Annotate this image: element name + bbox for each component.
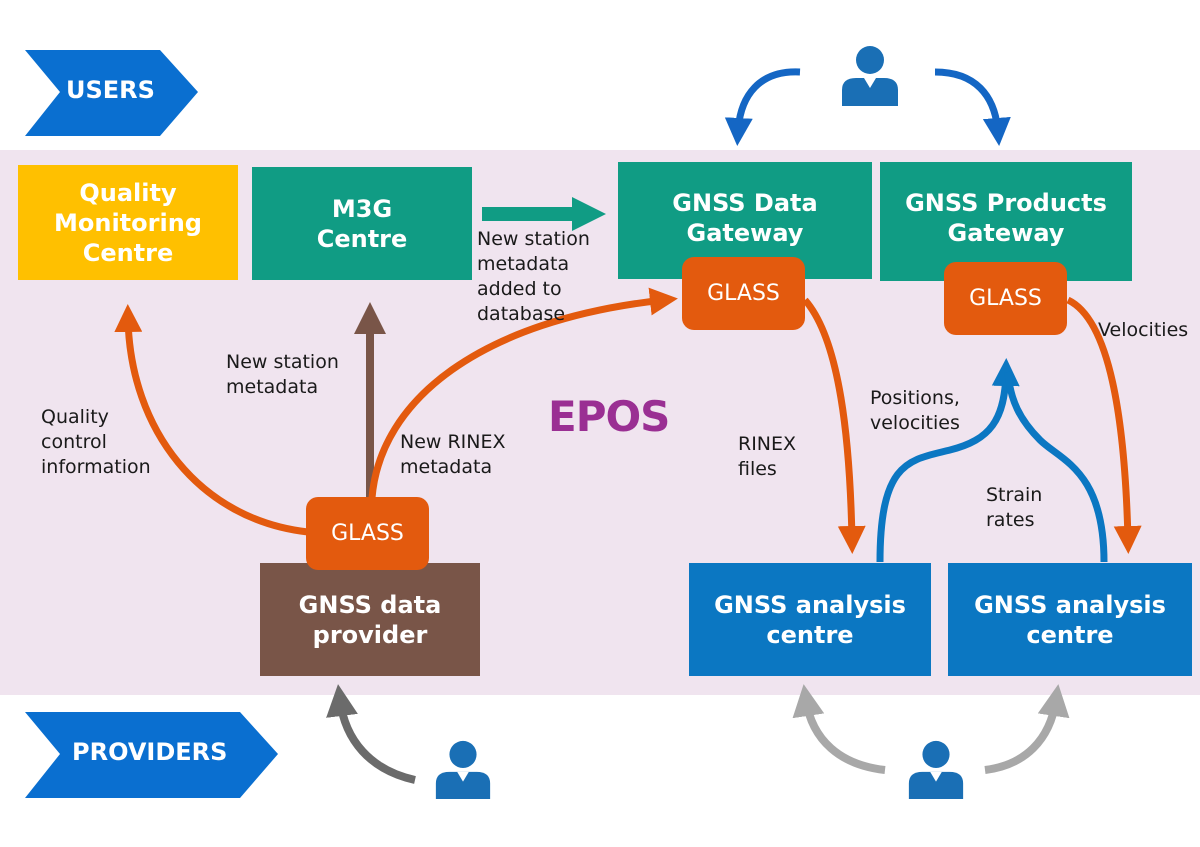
label-rinex-files: RINEX files: [738, 433, 797, 480]
label-positions-velocities: Positions, velocities: [870, 387, 960, 434]
users-tier-label: USERS: [66, 76, 155, 104]
provider-arrow-analysis-right: [984, 684, 1070, 774]
provider-arrow-analysis-left: [792, 684, 886, 774]
glass-provider: GLASS: [306, 497, 429, 570]
user-arrow-right: [934, 68, 1011, 146]
provider-arrow-data: [326, 684, 416, 784]
label-velocities: Velocities: [1098, 319, 1189, 341]
gnss-analysis-centre-2: GNSS analysis centre: [948, 563, 1192, 676]
providers-tier-label: PROVIDERS: [72, 738, 228, 766]
label-quality-control: Quality control information: [41, 406, 151, 478]
epos-logo: EPOS: [548, 392, 670, 441]
provider-person-icon-1: [435, 740, 491, 800]
label-strain-rates: Strain rates: [986, 484, 1043, 531]
label-new-station-metadata-added: New station metadata added to database: [477, 228, 590, 325]
user-person-icon: [842, 46, 898, 106]
label-new-station-metadata: New station metadata: [226, 351, 339, 398]
label-new-rinex-metadata: New RINEX metadata: [400, 431, 506, 478]
glass-data-gateway: GLASS: [682, 257, 805, 330]
user-arrow-left: [724, 68, 801, 146]
provider-person-icon-2: [908, 740, 964, 800]
quality-monitoring-centre: Quality Monitoring Centre: [18, 165, 238, 280]
gnss-products-gateway: GNSS Products Gateway: [880, 162, 1132, 281]
gnss-data-provider: GNSS data provider: [260, 563, 480, 676]
m3g-centre: M3G Centre: [252, 167, 472, 280]
gnss-analysis-centre-1: GNSS analysis centre: [689, 563, 931, 676]
glass-products-gateway: GLASS: [944, 262, 1067, 335]
